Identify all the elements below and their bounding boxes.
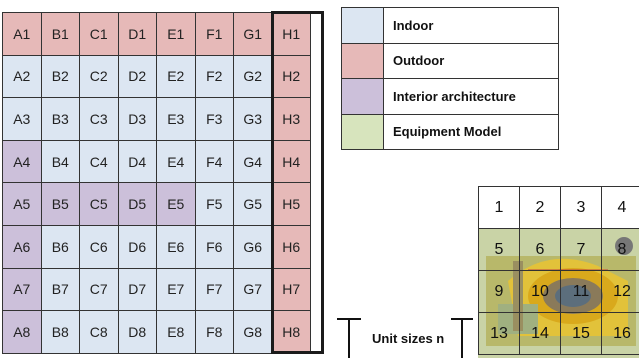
unit-cell-11: 11 — [561, 271, 602, 313]
zone-cell-c7: C7 — [80, 268, 119, 312]
zone-cell-d3: D3 — [118, 98, 157, 141]
zone-cell-d4: D4 — [118, 140, 157, 184]
unit-cell-13: 13 — [479, 313, 520, 355]
legend-swatch — [342, 8, 384, 44]
zone-cell-h3: H3 — [272, 98, 311, 141]
zone-cell-a4: A4 — [3, 140, 42, 184]
unit-cell-10: 10 — [520, 271, 561, 313]
unit-cell-14: 14 — [520, 313, 561, 355]
legend-item-indoor: Indoor — [342, 8, 559, 44]
zone-cell-f4: F4 — [195, 140, 234, 184]
zone-cell-d6: D6 — [118, 225, 157, 269]
zone-cell-g8: G8 — [234, 311, 273, 354]
zone-cell-e3: E3 — [157, 98, 196, 141]
legend-label: Indoor — [384, 8, 559, 44]
legend-item-interior: Interior architecture — [342, 79, 559, 115]
unit-cell-2: 2 — [520, 187, 561, 229]
zone-cell-c5: C5 — [80, 183, 119, 226]
zone-cell-h8: H8 — [272, 311, 311, 354]
zone-cell-e6: E6 — [157, 225, 196, 269]
zone-cell-f2: F2 — [195, 55, 234, 99]
zone-cell-g5: G5 — [234, 183, 273, 226]
zone-cell-a8: A8 — [3, 311, 42, 354]
unit-cell-6: 6 — [520, 229, 561, 271]
zone-cell-f1: F1 — [195, 13, 234, 56]
zone-cell-e8: E8 — [157, 311, 196, 354]
legend-label: Interior architecture — [384, 79, 559, 115]
unit-size-bracket — [337, 318, 473, 358]
zone-cell-g4: G4 — [234, 140, 273, 184]
zone-cell-h5: H5 — [272, 183, 311, 226]
unit-cell-12: 12 — [602, 271, 639, 313]
zone-cell-a2: A2 — [3, 55, 42, 99]
zone-cell-b7: B7 — [41, 268, 80, 312]
unit-cell-4: 4 — [602, 187, 639, 229]
zone-cell-e2: E2 — [157, 55, 196, 99]
zone-cell-a5: A5 — [3, 183, 42, 226]
zone-cell-f3: F3 — [195, 98, 234, 141]
zone-cell-e7: E7 — [157, 268, 196, 312]
zone-cell-d8: D8 — [118, 311, 157, 354]
unit-cell-9: 9 — [479, 271, 520, 313]
zone-cell-h1: H1 — [272, 13, 311, 56]
legend-swatch — [342, 43, 384, 79]
zone-cell-b5: B5 — [41, 183, 80, 226]
legend-label: Outdoor — [384, 43, 559, 79]
zone-cell-h6: H6 — [272, 225, 311, 269]
unit-cell-16: 16 — [602, 313, 639, 355]
equipment-model-image — [478, 228, 639, 358]
zone-cell-b6: B6 — [41, 225, 80, 269]
legend-swatch — [342, 79, 384, 115]
zone-cell-d7: D7 — [118, 268, 157, 312]
zone-cell-b8: B8 — [41, 311, 80, 354]
unit-cell-5: 5 — [479, 229, 520, 271]
legend-label: Equipment Model — [384, 114, 559, 150]
zone-cell-g6: G6 — [234, 225, 273, 269]
zone-cell-g2: G2 — [234, 55, 273, 99]
zone-cell-c4: C4 — [80, 140, 119, 184]
zone-cell-c1: C1 — [80, 13, 119, 56]
zone-cell-h4: H4 — [272, 140, 311, 184]
zone-cell-f5: F5 — [195, 183, 234, 226]
zone-cell-f6: F6 — [195, 225, 234, 269]
unit-cell-7: 7 — [561, 229, 602, 271]
zone-cell-a7: A7 — [3, 268, 42, 312]
zone-cell-b4: B4 — [41, 140, 80, 184]
legend-item-equip: Equipment Model — [342, 114, 559, 150]
zone-cell-e4: E4 — [157, 140, 196, 184]
zone-cell-d5: D5 — [118, 183, 157, 226]
unit-cell-1: 1 — [479, 187, 520, 229]
zone-cell-c3: C3 — [80, 98, 119, 141]
unit-sizes-label: Unit sizes n — [372, 331, 445, 346]
zone-cell-b2: B2 — [41, 55, 80, 99]
zone-cell-f7: F7 — [195, 268, 234, 312]
zone-cell-g7: G7 — [234, 268, 273, 312]
zone-cell-d1: D1 — [118, 13, 157, 56]
zone-cell-e1: E1 — [157, 13, 196, 56]
zone-cell-a6: A6 — [3, 225, 42, 269]
unit-cell-15: 15 — [561, 313, 602, 355]
zone-cell-a1: A1 — [3, 13, 42, 56]
zone-cell-c2: C2 — [80, 55, 119, 99]
zone-cell-g1: G1 — [234, 13, 273, 56]
zone-cell-f8: F8 — [195, 311, 234, 354]
unit-cell-3: 3 — [561, 187, 602, 229]
zone-cell-c8: C8 — [80, 311, 119, 354]
zone-cell-b1: B1 — [41, 13, 80, 56]
zone-cell-g3: G3 — [234, 98, 273, 141]
zone-cell-d2: D2 — [118, 55, 157, 99]
zone-cell-e5: E5 — [157, 183, 196, 226]
zone-cell-b3: B3 — [41, 98, 80, 141]
zone-cell-h7: H7 — [272, 268, 311, 312]
zone-cell-h2: H2 — [272, 55, 311, 99]
unit-cell-8: 8 — [602, 229, 639, 271]
legend-item-outdoor: Outdoor — [342, 43, 559, 79]
zone-cell-c6: C6 — [80, 225, 119, 269]
legend-swatch — [342, 114, 384, 150]
zone-cell-a3: A3 — [3, 98, 42, 141]
